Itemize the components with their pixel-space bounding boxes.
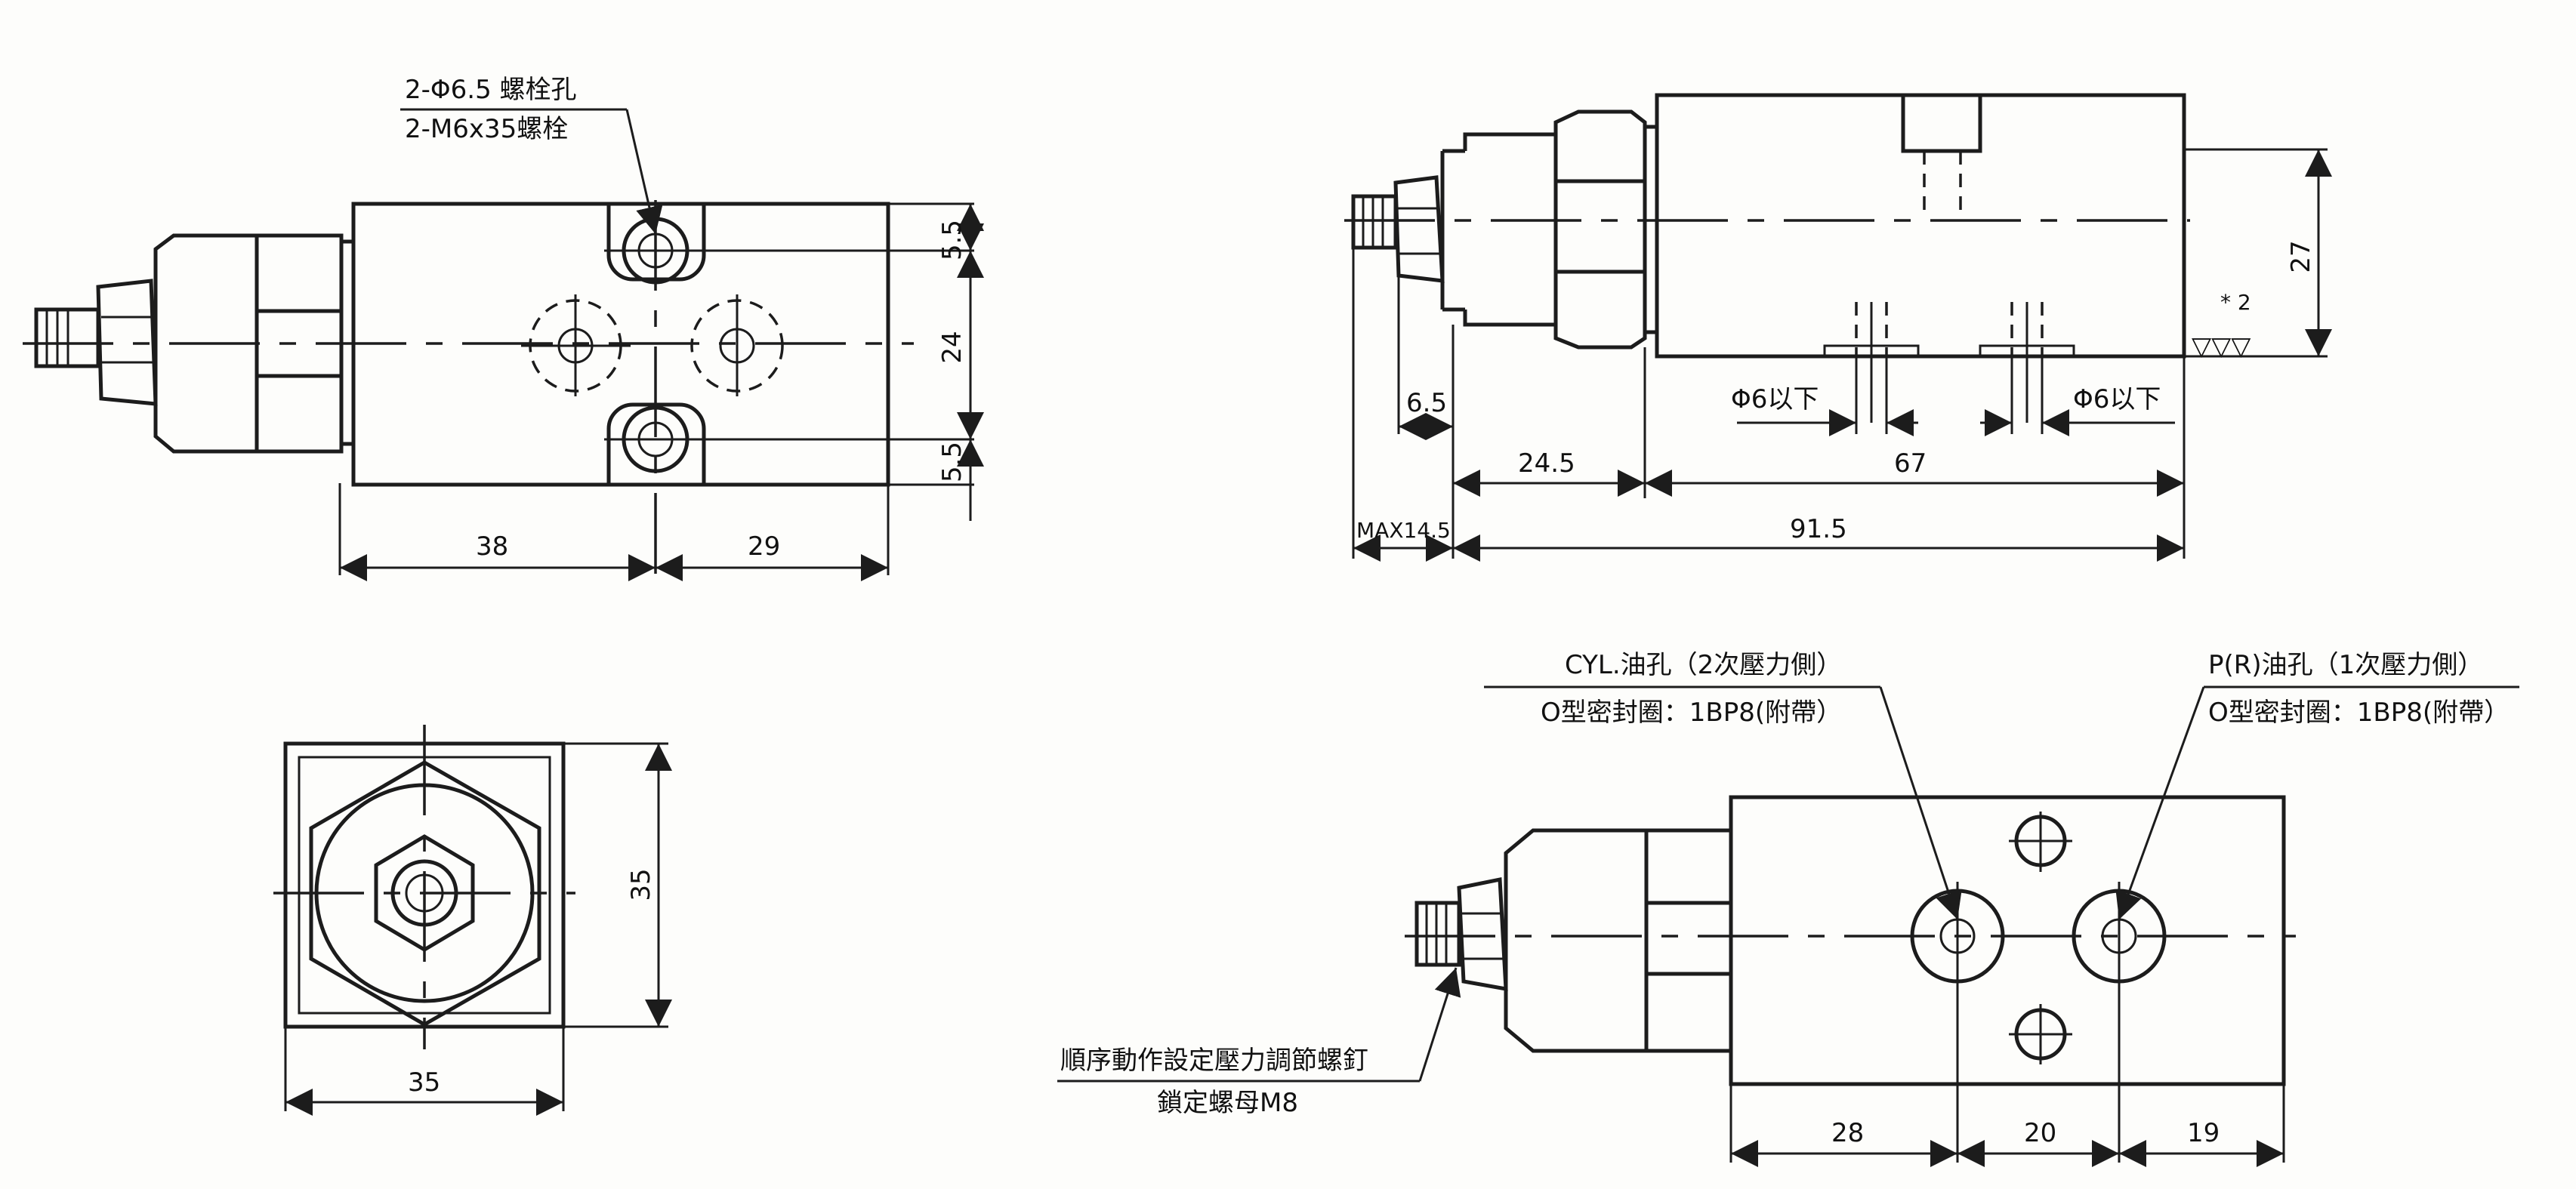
- top-left-view: 38 29 5.5 24 5.5 2-Φ6.5 螺栓孔 2-M6x35螺栓: [23, 75, 984, 581]
- dim-67: 67: [1894, 448, 1927, 479]
- dim-29: 29: [748, 531, 780, 562]
- surface-note: * 2: [2220, 290, 2251, 315]
- dim-27: 27: [2286, 240, 2316, 273]
- bottom-right-view: 28 20 19 CYL.油孔（2次壓力側） O型密封圈：1BP8(附帶） P(…: [1057, 650, 2519, 1167]
- dim-24: 24: [937, 331, 967, 363]
- phi-left-label: Φ6以下: [1731, 384, 1819, 414]
- dim-20: 20: [2024, 1118, 2056, 1148]
- dim-91-5: 91.5: [1790, 514, 1847, 544]
- lock-nut-label: 鎖定螺母M8: [1157, 1088, 1298, 1118]
- dim-5-5-top: 5.5: [937, 220, 967, 260]
- phi-right-label: Φ6以下: [2073, 384, 2161, 414]
- dim-6-5: 6.5: [1406, 388, 1447, 418]
- dim-5-5-bottom: 5.5: [937, 442, 967, 482]
- dim-38: 38: [476, 531, 508, 562]
- bolt-label: 2-M6x35螺栓: [405, 114, 568, 144]
- cyl-oring-label: O型密封圈：1BP8(附帶）: [1541, 698, 1842, 728]
- dim-19: 19: [2187, 1118, 2220, 1148]
- pr-port-label: P(R)油孔（1次壓力側）: [2208, 650, 2483, 680]
- top-right-view: Φ6以下 Φ6以下 ▽▽▽ * 2 27 6.5 24.5 67 MAX14.5…: [1344, 93, 2332, 562]
- dim-24-5: 24.5: [1518, 448, 1575, 479]
- dim-35-vertical: 35: [626, 868, 656, 901]
- pr-oring-label: O型密封圈：1BP8(附帶）: [2208, 698, 2510, 728]
- adjust-screw-label: 順序動作設定壓力調節螺釘: [1060, 1046, 1368, 1076]
- dim-35-horizontal: 35: [408, 1067, 440, 1098]
- cyl-port-label: CYL.油孔（2次壓力側）: [1565, 650, 1842, 680]
- bolt-hole-label: 2-Φ6.5 螺栓孔: [405, 75, 577, 105]
- end-view: 35 35: [273, 725, 672, 1116]
- dim-max14-5: MAX14.5: [1356, 518, 1451, 543]
- dim-28: 28: [1831, 1118, 1864, 1148]
